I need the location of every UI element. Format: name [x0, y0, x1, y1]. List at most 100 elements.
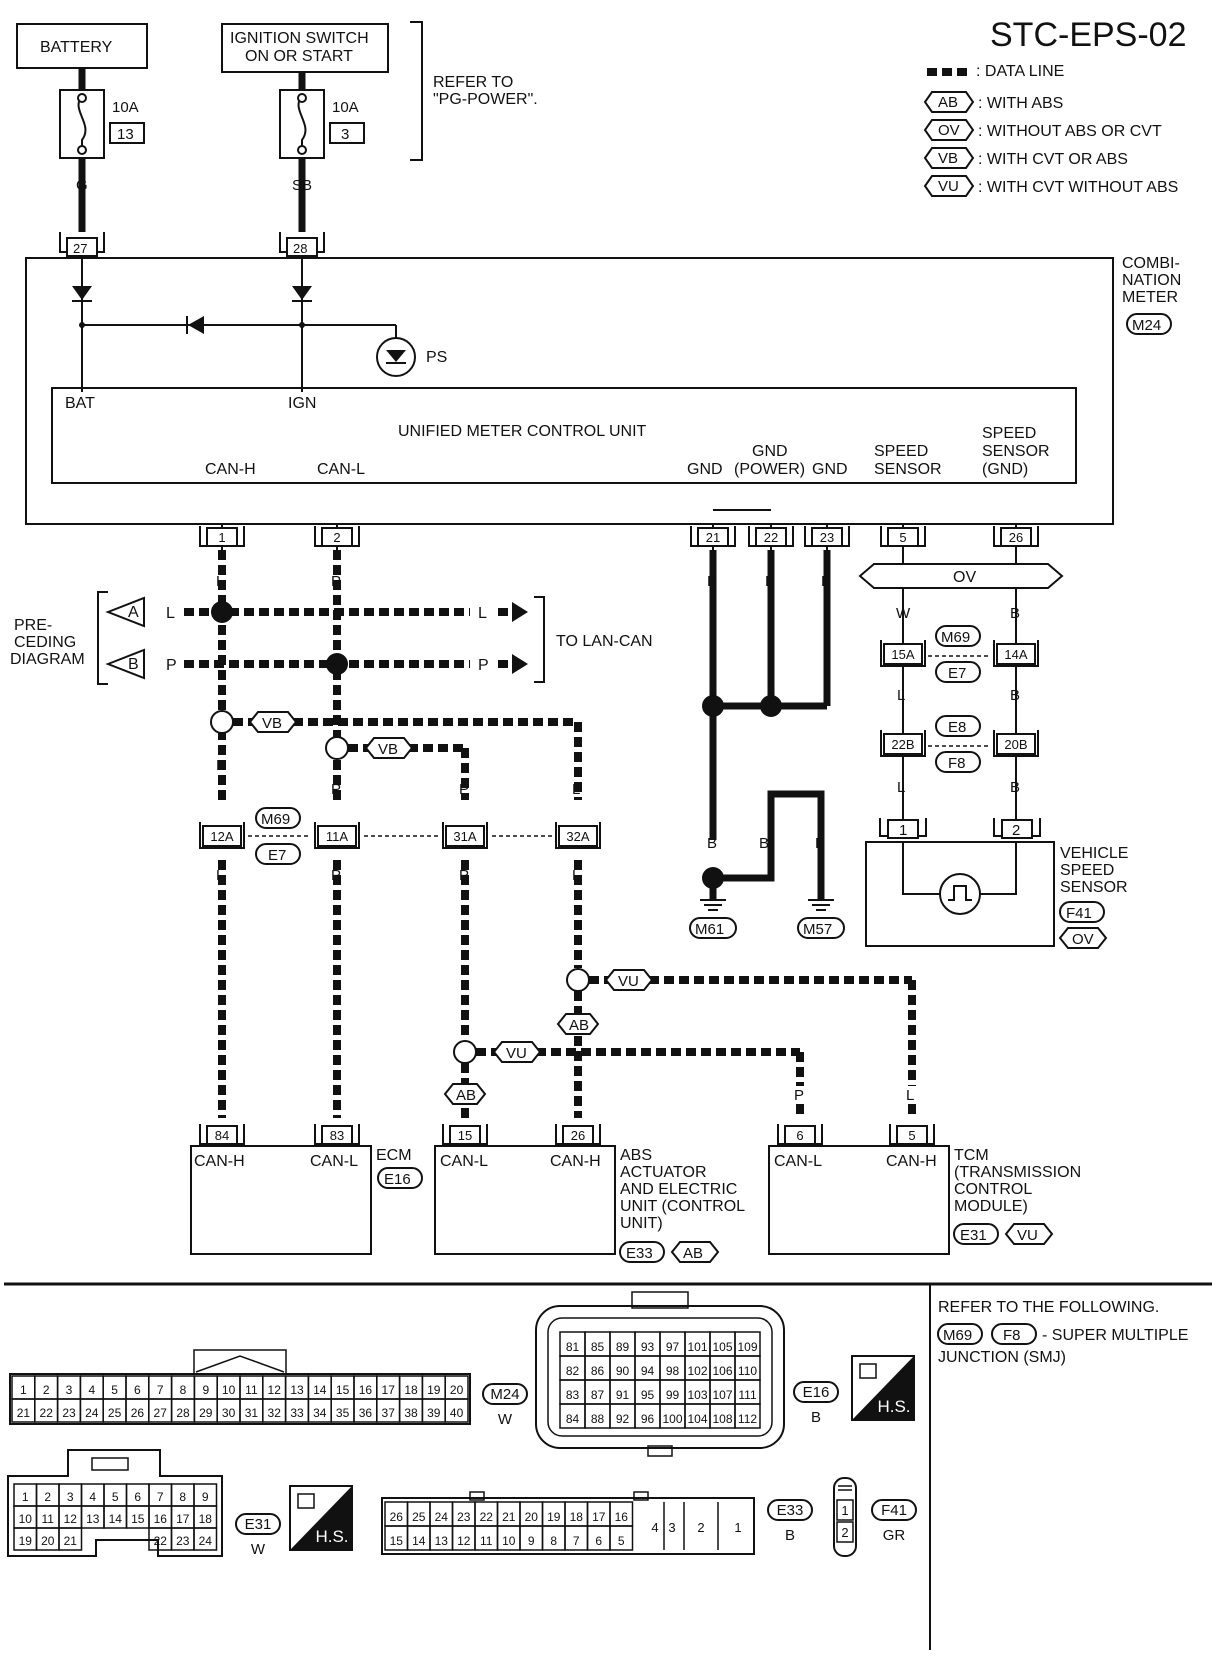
e33-cavity-1: 1: [734, 1520, 741, 1535]
tcm-conn: E31: [960, 1227, 987, 1244]
e33-cavity-8: 8: [550, 1534, 557, 1548]
f41-cavity-2: 2: [841, 1525, 848, 1540]
e16-color: B: [811, 1409, 821, 1426]
joint-15A: 15A: [891, 647, 914, 662]
abs-pin-15: 15: [458, 1128, 472, 1143]
ignition-label-2: ON OR START: [245, 48, 353, 65]
vss-pin-1: 1: [899, 822, 907, 839]
e16-cavity-92: 92: [616, 1412, 630, 1426]
e31-cavity-13: 13: [86, 1512, 100, 1526]
m24-cavity-36: 36: [359, 1406, 373, 1420]
e33-cavity-23: 23: [457, 1510, 471, 1524]
m24-cavity-24: 24: [85, 1406, 99, 1420]
e16-cavity-96: 96: [641, 1412, 655, 1426]
e33-cavity-4: 4: [651, 1520, 658, 1535]
ecm-can-l: CAN-L: [310, 1153, 358, 1170]
m24-cavity-15: 15: [336, 1383, 350, 1397]
m24-cavity-7: 7: [157, 1383, 164, 1397]
unified-meter-control-unit: [51, 387, 1077, 484]
wire-p-b: P: [166, 657, 177, 674]
refer-note-c2: F8: [1003, 1327, 1021, 1344]
e33-cavity-15: 15: [390, 1534, 404, 1548]
wire-l-2: L: [216, 757, 224, 774]
preceding-a: A: [128, 604, 139, 621]
ov-band: [858, 563, 1064, 589]
m24-cavity-22: 22: [40, 1406, 54, 1420]
e31-cavity-1: 1: [22, 1490, 29, 1504]
e31-cavity-22: 22: [154, 1534, 168, 1548]
e31-cavity-7: 7: [157, 1490, 164, 1504]
wire-b-6: B: [815, 835, 825, 852]
battery-label: BATTERY: [40, 39, 113, 56]
e33-tag: E33: [777, 1502, 804, 1519]
abs-ab-tag: AB: [683, 1245, 703, 1262]
refer-note-2: - SUPER MULTIPLE: [1042, 1327, 1188, 1344]
wire-b-vss2: B: [1010, 779, 1020, 796]
speed-sensor-2: SENSOR: [874, 461, 942, 478]
ign-label: IGN: [288, 395, 316, 412]
wire-p-lan: P: [478, 657, 489, 674]
e16-cavity-91: 91: [616, 1388, 630, 1402]
m24-cavity-18: 18: [404, 1383, 418, 1397]
e16-cavity-109: 109: [737, 1340, 757, 1354]
e33-cavity-14: 14: [412, 1534, 426, 1548]
vb-tag-2: VB: [378, 741, 398, 758]
speed-gnd-2: SENSOR: [982, 443, 1050, 460]
legend-tag-vb: VB: [938, 150, 958, 167]
m24-cavity-37: 37: [382, 1406, 396, 1420]
e7-tag: E7: [268, 847, 286, 864]
combination-meter: [25, 257, 1114, 525]
wire-l-lan: L: [478, 605, 487, 622]
e16-cavity-101: 101: [687, 1340, 707, 1354]
meter-label-3: METER: [1122, 289, 1178, 306]
e16-cavity-100: 100: [662, 1412, 682, 1426]
e33-cavity-5: 5: [618, 1534, 625, 1548]
vss-label-1: VEHICLE: [1060, 845, 1128, 862]
meter-can-h: CAN-H: [205, 461, 256, 478]
e31-cavity-18: 18: [199, 1512, 213, 1526]
e16-cavity-83: 83: [566, 1388, 580, 1402]
tcm-label-2: (TRANSMISSION: [954, 1164, 1081, 1181]
ecm-label: ECM: [376, 1147, 412, 1164]
f41-tag: F41: [881, 1502, 907, 1519]
m24-cavity-6: 6: [134, 1383, 141, 1397]
vss-label-3: SENSOR: [1060, 879, 1128, 896]
fuse1-num: 13: [117, 126, 134, 143]
m24-cavity-1: 1: [20, 1383, 27, 1397]
tcm-vu-tag: VU: [1017, 1227, 1038, 1244]
e16-cavity-87: 87: [591, 1388, 605, 1402]
m24-cavity-5: 5: [111, 1383, 118, 1397]
abs-label-5: UNIT): [620, 1215, 663, 1232]
e31-tag: E31: [245, 1516, 272, 1533]
meter-pin-22: 22: [764, 530, 778, 545]
vb-tag-1: VB: [262, 715, 282, 732]
joint-14A: 14A: [1004, 647, 1027, 662]
e31-cavity-23: 23: [176, 1534, 190, 1548]
bat-label: BAT: [65, 395, 95, 412]
m24-cavity-30: 30: [222, 1406, 236, 1420]
speed-gnd-1: SPEED: [982, 425, 1036, 442]
e16-cavity-111: 111: [738, 1388, 757, 1402]
wire-b-3: B: [821, 573, 831, 590]
abs-can-h: CAN-H: [550, 1153, 601, 1170]
abs-conn: E33: [626, 1245, 653, 1262]
e16-cavity-112: 112: [738, 1412, 757, 1426]
e33-cavity-24: 24: [435, 1510, 449, 1524]
meter-can-l: CAN-L: [317, 461, 365, 478]
ab-tag-1: AB: [569, 1017, 589, 1034]
e16-cavity-90: 90: [616, 1364, 630, 1378]
wire-l-1: L: [216, 573, 224, 590]
wire-b-vss1: B: [1010, 687, 1020, 704]
ecm-can-h: CAN-H: [194, 1153, 245, 1170]
e33-cavity-17: 17: [592, 1510, 606, 1524]
e16-cavity-93: 93: [641, 1340, 655, 1354]
e33-color: B: [785, 1527, 795, 1544]
e33-cavity-10: 10: [502, 1534, 516, 1548]
wire-l-vss1: L: [897, 687, 905, 704]
fuse1-amp: 10A: [112, 99, 139, 116]
preceding-3: DIAGRAM: [10, 651, 85, 668]
